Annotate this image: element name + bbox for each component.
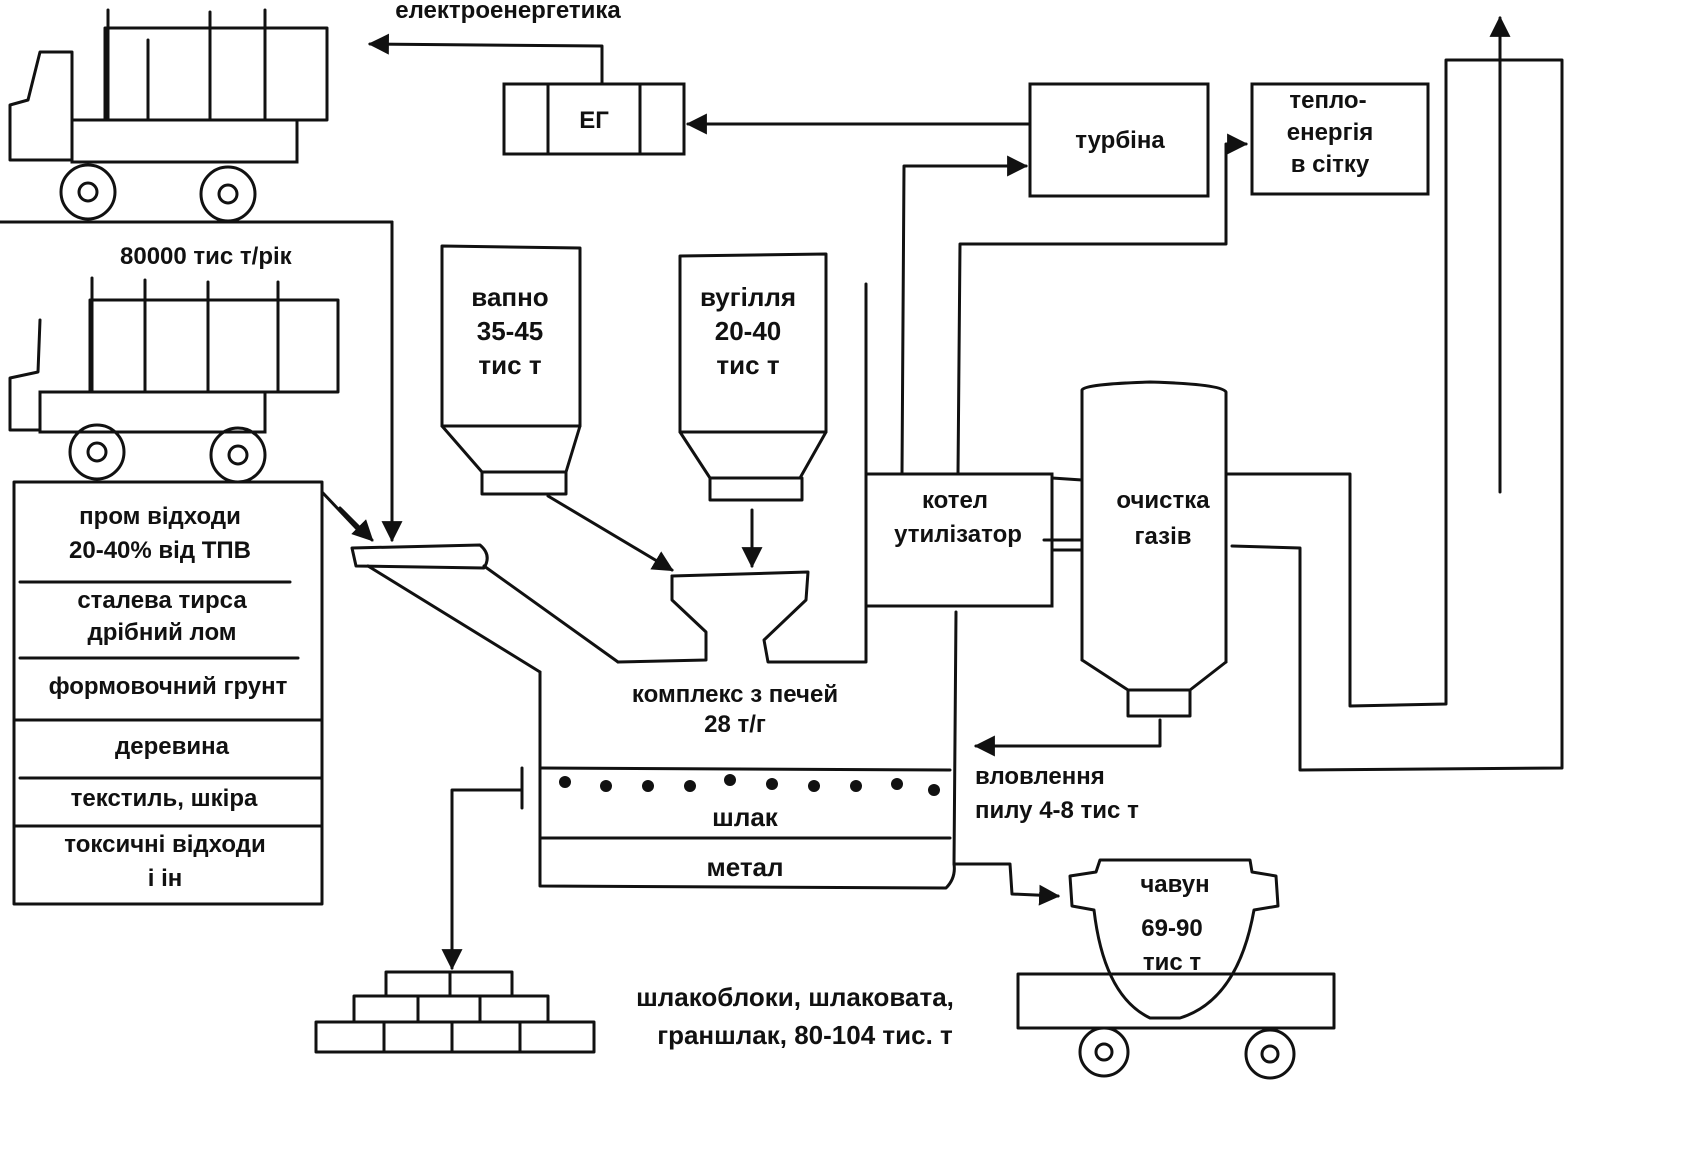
pipe-cleaning-return — [1050, 548, 1084, 602]
slag-particles — [559, 774, 940, 796]
waste-list-box — [12, 480, 324, 906]
arrow-slag-to-bricks — [441, 788, 524, 971]
waste-processing-flow-diagram: 80000 тис т/рік пром відходи 20-40% від … — [0, 0, 1564, 1080]
heat-label-line2: енергія — [1287, 119, 1374, 146]
coal-label-line3: тис т — [716, 350, 779, 380]
heat-label-line3: в сітку — [1291, 151, 1370, 178]
gas-cleaning-label-line1: очистка — [1116, 487, 1210, 514]
metal-label: метал — [706, 852, 783, 882]
heat-label-line1: тепло- — [1289, 87, 1366, 114]
arrow-dust-capture — [973, 718, 1162, 757]
generator-box — [502, 82, 686, 156]
truck-middle — [8, 276, 340, 484]
waste-item-steel-line1: сталева тирса — [77, 587, 247, 614]
boiler-label-line1: котел — [922, 487, 988, 514]
gas-cleaning-unit — [1080, 380, 1228, 718]
waste-item-wood: деревина — [115, 733, 230, 760]
coal-hopper — [678, 252, 828, 502]
gas-cleaning-label-line2: газів — [1135, 523, 1192, 550]
slag-label: шлак — [712, 802, 779, 832]
waste-item-textile: текстиль, шкіра — [71, 785, 258, 812]
heat-network-box — [1250, 82, 1430, 196]
furnace-label-line2: 28 т/г — [704, 711, 766, 738]
waste-item-molding-sand: формовочний грунт — [49, 673, 288, 700]
cast-iron-label-line2: 69-90 — [1141, 915, 1202, 942]
exhaust-duct — [1224, 15, 1564, 772]
slag-bricks — [314, 970, 596, 1054]
dust-label-line1: вловлення — [975, 763, 1105, 790]
waste-item-toxic-line1: токсичні відходи — [64, 831, 265, 858]
cast-iron-label-line1: чавун — [1140, 871, 1209, 898]
cast-iron-ladle-wagon — [952, 858, 1336, 1080]
feeder-conveyor — [320, 220, 620, 674]
pipe-boiler-to-cleaning — [1050, 476, 1084, 482]
truck-top — [0, 8, 394, 224]
arrow-heat-to-network — [956, 133, 1249, 476]
furnace-label-line1: комплекс з печей — [632, 681, 838, 708]
turbine-box — [1028, 82, 1210, 198]
arrow-steam-to-turbine — [900, 155, 1029, 476]
boiler-label-line2: утилізатор — [894, 521, 1022, 548]
waste-item-industrial-line1: пром відходи — [79, 503, 241, 530]
arrow-electricity-out — [367, 33, 604, 86]
boiler-utilizer-box — [864, 472, 1054, 608]
cast-iron-label-line3: тис т — [1143, 949, 1202, 976]
coal-label-line1: вугілля — [700, 282, 796, 312]
lime-label-line1: вапно — [471, 282, 548, 312]
waste-item-industrial-line2: 20-40% від ТПВ — [69, 537, 251, 564]
lime-hopper — [440, 244, 582, 496]
truck-capacity-label: 80000 тис т/рік — [120, 243, 293, 270]
turbine-label: турбіна — [1075, 127, 1165, 154]
generator-label: ЕГ — [579, 107, 609, 134]
arrow-lime-to-funnel — [546, 494, 674, 572]
slag-products-line2: граншлак, 80-104 тис. т — [657, 1020, 953, 1050]
lime-label-line2: 35-45 — [477, 316, 544, 346]
lime-label-line3: тис т — [478, 350, 541, 380]
waste-item-toxic-line2: і ін — [148, 865, 183, 892]
waste-item-steel-line2: дрібний лом — [87, 619, 236, 646]
dust-label-line2: пилу 4-8 тис т — [975, 797, 1139, 824]
slag-products-line1: шлакоблоки, шлаковата, — [636, 982, 954, 1012]
electricity-label: електроенергетика — [395, 0, 621, 24]
coal-label-line2: 20-40 — [715, 316, 782, 346]
